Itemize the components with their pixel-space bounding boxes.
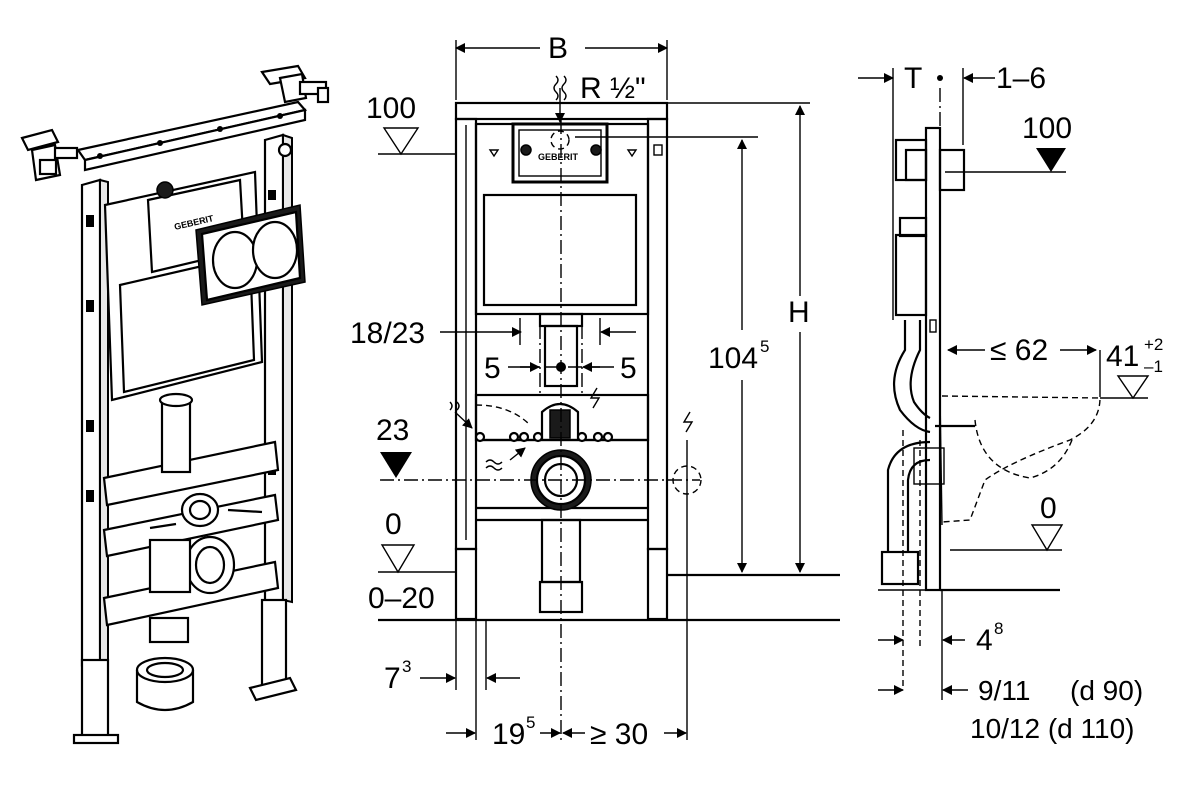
dim-195-label: 19 (492, 718, 525, 751)
svg-text:3: 3 (402, 657, 411, 676)
width-label: B (548, 32, 568, 65)
dim-5-left: 5 (484, 352, 501, 385)
dim-9-11-label: 9/11 (978, 675, 1030, 706)
svg-text:5: 5 (760, 337, 769, 356)
depth-label: T (904, 62, 922, 95)
flush-plate (195, 204, 306, 306)
front-cistern: GEBERIT (474, 122, 650, 388)
side-view: T 1–6 100 (858, 62, 1163, 744)
dim-195-30: 19 5 ≥ 30 (446, 713, 687, 751)
dim-10-12-label: 10/12 (d 110) (970, 713, 1135, 744)
wall-bracket-left (20, 128, 79, 182)
svg-text:–1: –1 (1144, 357, 1163, 376)
dim-41: 41 +2 –1 (1100, 335, 1163, 400)
side-level-0: 0 (878, 492, 1064, 592)
floor-range: 0–20 (368, 582, 435, 615)
side-level-100-label: 100 (1022, 112, 1072, 145)
dim-ge30-label: ≥ 30 (590, 718, 648, 751)
side-level-100: 100 (945, 112, 1072, 173)
level-23-front: 23 (376, 414, 412, 478)
svg-text:5: 5 (526, 713, 535, 732)
perspective-view: GEBERIT (20, 64, 330, 745)
dim-41-label: 41 (1106, 340, 1139, 373)
dim-width: B (455, 32, 668, 100)
svg-text:+2: +2 (1144, 335, 1163, 354)
dim-48: 4 8 (878, 590, 1003, 700)
svg-text:8: 8 (994, 619, 1003, 638)
side-level-0-label: 0 (1040, 492, 1057, 525)
level-0-front: 0 0–20 (368, 508, 840, 622)
water-connection-label: R ½" (580, 72, 646, 105)
front-geberit-logo: GEBERIT (538, 152, 579, 162)
dim-73: 7 3 (384, 657, 520, 695)
dim-5-right: 5 (620, 352, 637, 385)
front-level-0: 0 (385, 508, 402, 541)
front-level-100: 100 (366, 92, 416, 125)
drain-connector (135, 656, 195, 712)
level-100-front: 100 (366, 92, 456, 156)
height-label: H (788, 296, 810, 329)
dim-18-23-label: 18/23 (350, 317, 425, 350)
wc-bowl (935, 340, 1101, 526)
dim-depth: T 1–6 (858, 62, 1046, 160)
height-1045: 104 (708, 342, 758, 375)
water-inlet: R ½" (553, 72, 646, 123)
dim-18-23: 18/23 (350, 317, 636, 350)
dim-5: 5 5 (484, 352, 637, 385)
dim-1-6-label: 1–6 (996, 62, 1046, 95)
dim-d90-label: (d 90) (1070, 675, 1143, 706)
drain-pipe (148, 392, 263, 644)
dim-height: H 104 5 (575, 102, 810, 573)
front-view: B R ½" G (350, 32, 840, 751)
dim-73-label: 7 (384, 662, 401, 695)
frame-post-left (72, 178, 120, 745)
front-connections (449, 362, 702, 614)
front-level-23: 23 (376, 414, 409, 447)
dim-le62: ≤ 62 (947, 334, 1097, 367)
front-centerlines (380, 120, 700, 740)
side-pipes (880, 320, 945, 690)
wall-bracket-right (260, 64, 330, 104)
dim-48-label: 4 (976, 624, 993, 657)
dim-le62-label: ≤ 62 (990, 334, 1048, 367)
dim-9-11: 9/11 (d 90) 10/12 (d 110) (878, 675, 1143, 744)
top-rail (76, 100, 308, 172)
